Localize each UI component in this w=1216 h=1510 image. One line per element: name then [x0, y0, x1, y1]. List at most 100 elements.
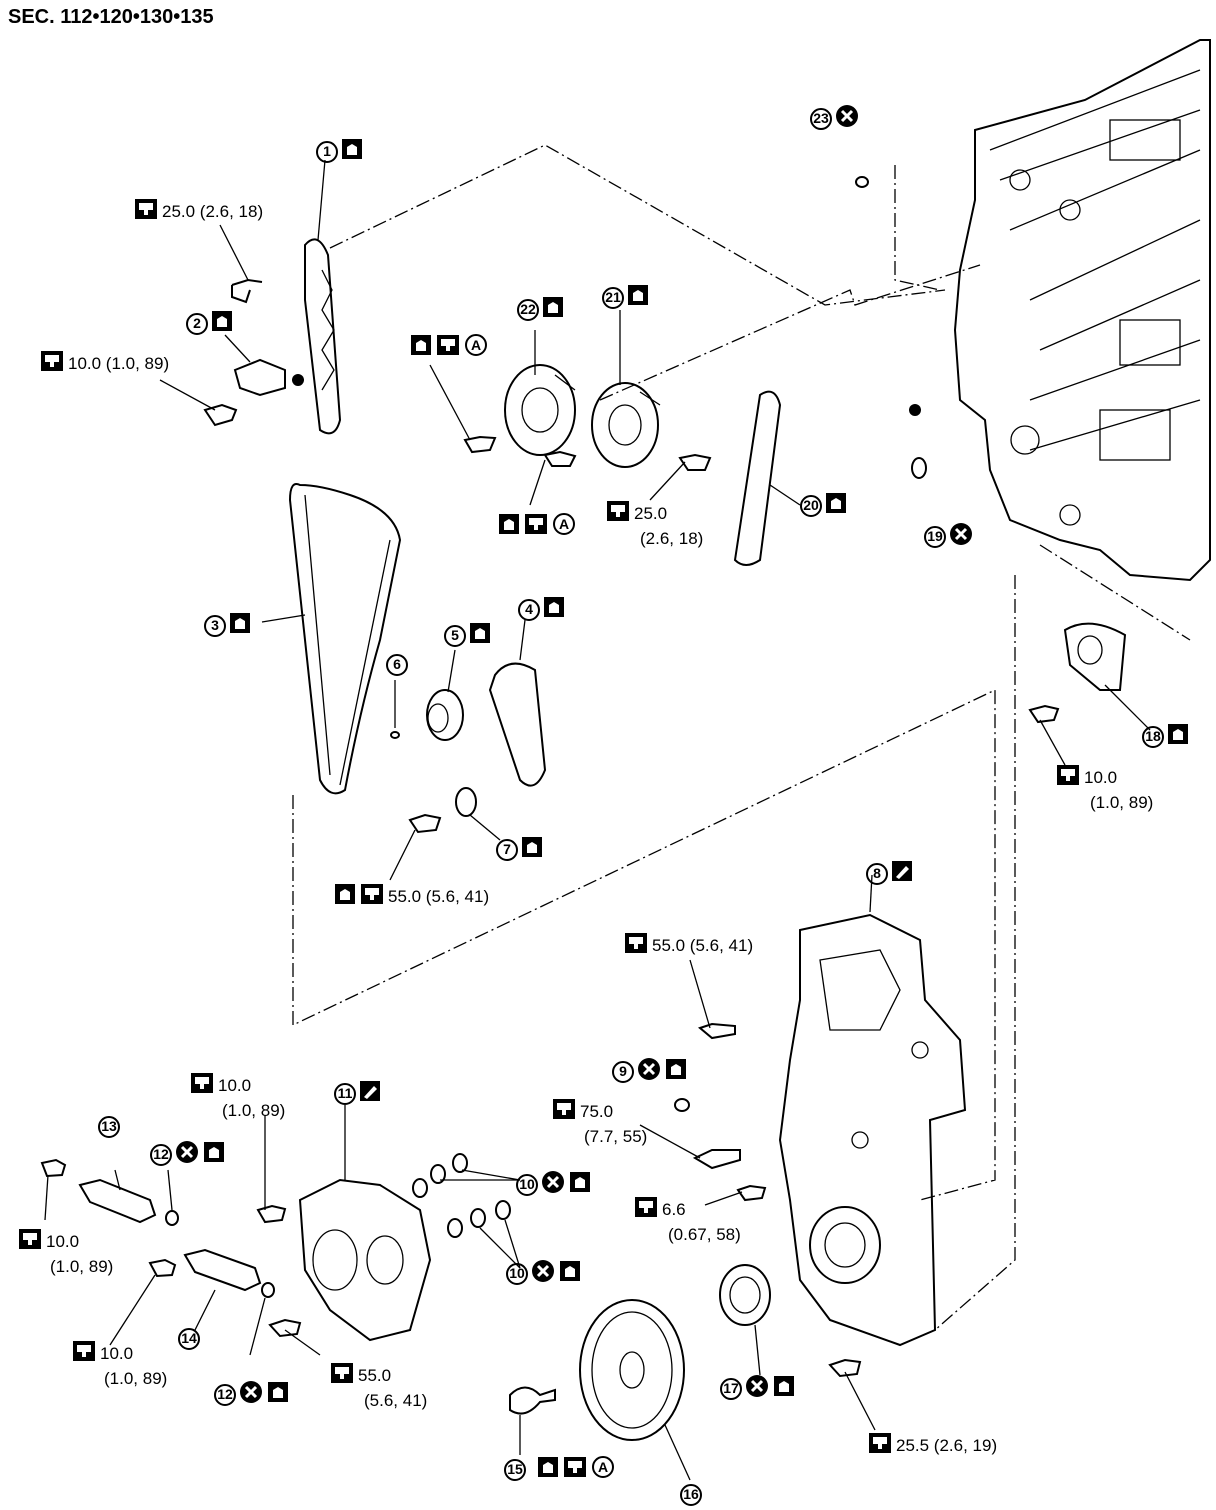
torque-value: 25.0 — [634, 504, 668, 523]
part-number: 19 — [924, 525, 946, 548]
part-number: 9 — [612, 1060, 634, 1083]
torque-wrench-icon — [524, 513, 548, 540]
camshaft-sprockets — [504, 364, 661, 468]
part-number: 6 — [386, 653, 408, 676]
torque-label-guide-bolt: 25.0 (2.6, 18) — [134, 198, 263, 225]
torque-label-cover-bottom-bolt: 25.5 (2.6, 19) — [868, 1432, 997, 1459]
oil-can-icon — [543, 596, 565, 623]
part-number: 16 — [680, 1483, 702, 1506]
callout-12-lower: 12 — [214, 1380, 293, 1409]
oil-can-icon — [1167, 723, 1189, 750]
torque-value: 25.5 (2.6, 19) — [896, 1436, 998, 1455]
oil-can-icon — [537, 1456, 559, 1483]
do-not-reuse-icon — [745, 1374, 769, 1403]
torque-value: 55.0 (5.6, 41) — [388, 887, 490, 906]
torque-wrench-icon — [552, 1098, 576, 1125]
callout-7: 7 — [496, 836, 547, 863]
note-a-icon: A — [464, 333, 488, 362]
do-not-reuse-icon — [949, 522, 973, 551]
part-number: 10 — [506, 1262, 528, 1285]
torque-label-cover-bolt-small: 6.6 (0.67, 58) — [634, 1196, 741, 1245]
callout-4: 4 — [518, 596, 569, 623]
torque-value-sub: (1.0, 89) — [104, 1369, 168, 1389]
callout-8: 8 — [866, 860, 917, 887]
callout-22: 22 — [517, 296, 568, 323]
torque-label-cover-bolt-75: 75.0 (7.7, 55) — [552, 1098, 647, 1147]
torque-value: 10.0 — [100, 1344, 134, 1363]
torque-wrench-icon — [360, 883, 384, 910]
callout-5: 5 — [444, 622, 495, 649]
do-not-reuse-icon — [175, 1140, 199, 1169]
engine-block — [953, 39, 1211, 582]
svg-text:A: A — [559, 516, 569, 532]
oil-can-icon — [410, 334, 432, 361]
oil-can-icon — [211, 310, 233, 337]
torque-value: 10.0 — [218, 1076, 252, 1095]
torque-value-sub: (7.7, 55) — [584, 1127, 648, 1147]
part-number: 3 — [204, 614, 226, 637]
oil-can-icon — [229, 612, 251, 639]
oil-can-icon — [498, 513, 520, 540]
torque-wrench-icon — [563, 1456, 587, 1483]
torque-value: 55.0 — [358, 1366, 392, 1385]
callout-14: 14 — [178, 1327, 203, 1350]
note-a-icon: A — [552, 512, 576, 541]
do-not-reuse-icon — [531, 1259, 555, 1288]
torque-value-sub: (2.6, 18) — [640, 529, 704, 549]
callout-6: 6 — [386, 653, 411, 676]
part-number: 14 — [178, 1327, 200, 1350]
oil-can-icon — [203, 1141, 225, 1168]
part-number: 17 — [720, 1377, 742, 1400]
callout-19: 19 — [924, 522, 977, 551]
part-number: 4 — [518, 598, 540, 621]
part-number: 5 — [444, 624, 466, 647]
section-reference: SEC. 112•120•130•135 — [8, 6, 214, 28]
sprocket-bolt-symbols-lower: A — [498, 512, 580, 541]
torque-wrench-icon — [868, 1432, 892, 1459]
oil-can-icon — [773, 1375, 795, 1402]
torque-value: 10.0 — [1084, 768, 1118, 787]
torque-value-sub: (0.67, 58) — [668, 1225, 741, 1245]
torque-value-sub: (1.0, 89) — [50, 1257, 114, 1277]
torque-wrench-icon — [436, 334, 460, 361]
part-number: 22 — [517, 298, 539, 321]
torque-wrench-icon — [190, 1072, 214, 1099]
part-number: 23 — [810, 107, 832, 130]
torque-label-cover-bolt-upper: 55.0 (5.6, 41) — [624, 932, 753, 959]
oil-can-icon — [334, 883, 356, 910]
torque-wrench-icon — [40, 350, 64, 377]
oil-can-icon — [825, 492, 847, 519]
callout-16: 16 — [680, 1483, 705, 1506]
sprocket-bolt-symbols-upper: A — [410, 333, 492, 362]
part-number: 1 — [316, 140, 338, 163]
torque-value: 10.0 — [46, 1232, 80, 1251]
torque-wrench-icon — [330, 1362, 354, 1389]
oil-can-icon — [559, 1260, 581, 1287]
torque-wrench-icon — [18, 1228, 42, 1255]
oil-pump-housing — [298, 1178, 432, 1342]
part-number: 20 — [800, 494, 822, 517]
torque-label-housing-bolt: 10.0 (1.0, 89) — [190, 1072, 285, 1121]
part-number: 13 — [98, 1115, 120, 1138]
part-number: 8 — [866, 862, 888, 885]
do-not-reuse-icon — [239, 1380, 263, 1409]
torque-value-sub: (1.0, 89) — [222, 1101, 286, 1121]
torque-label-housing-bolt-lower: 55.0 (5.6, 41) — [330, 1362, 427, 1411]
callout-12-upper: 12 — [150, 1140, 229, 1169]
oil-can-icon — [469, 622, 491, 649]
oil-can-icon — [569, 1171, 591, 1198]
svg-text:A: A — [471, 337, 481, 353]
callout-17: 17 — [720, 1374, 799, 1403]
torque-wrench-icon — [72, 1340, 96, 1367]
part-number: 18 — [1142, 725, 1164, 748]
part-number: 15 — [504, 1458, 526, 1481]
callout-3: 3 — [204, 612, 255, 639]
torque-value: 10.0 (1.0, 89) — [68, 354, 170, 373]
part-number: 10 — [516, 1173, 538, 1196]
callout-18: 18 — [1142, 723, 1193, 750]
part-number: 7 — [496, 838, 518, 861]
oil-can-icon — [627, 284, 649, 311]
torque-label-oil-pump-sprocket-bolt: 55.0 (5.6, 41) — [334, 883, 489, 910]
